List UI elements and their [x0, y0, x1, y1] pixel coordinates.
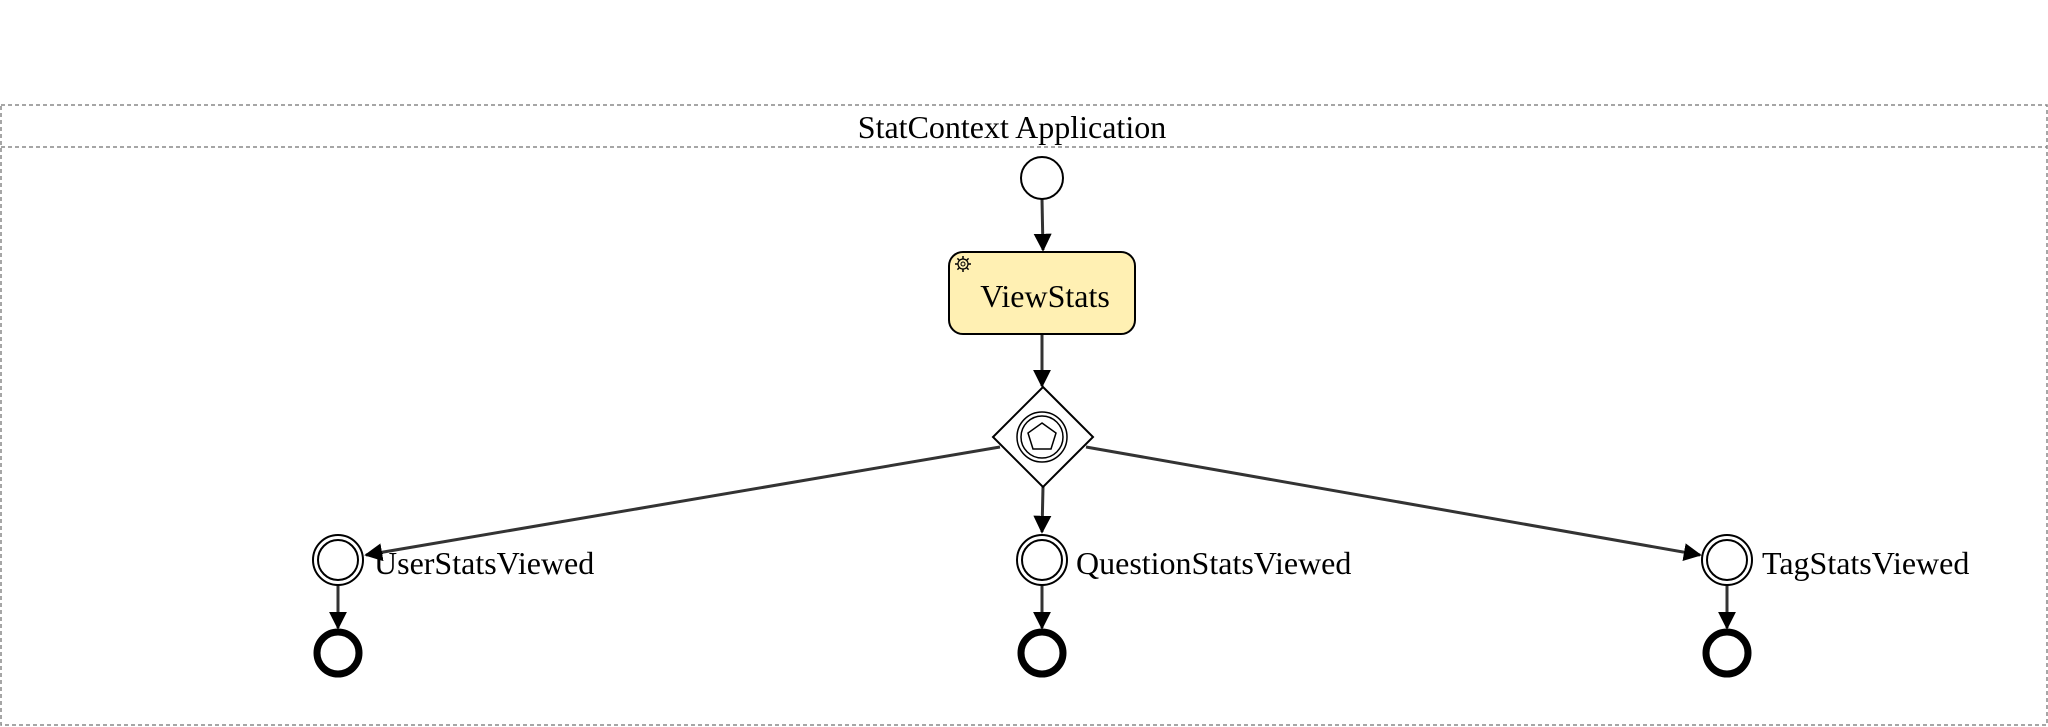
event-outer-ring: [312, 534, 364, 586]
gateway-diamond: [991, 385, 1095, 489]
task-view-stats[interactable]: ViewStats: [948, 251, 1136, 335]
end-event-tag-stats[interactable]: [1702, 628, 1752, 678]
task-label: ViewStats: [980, 278, 1110, 314]
event-label: UserStatsViewed: [374, 545, 594, 581]
pool-border: [0, 104, 2048, 726]
event-outer-ring: [1016, 534, 1068, 586]
pool[interactable]: StatContext Application: [0, 104, 2048, 726]
event-label: QuestionStatsViewed: [1076, 545, 1351, 581]
gear-icon: [955, 256, 971, 272]
flow-gateway-to-question-stats[interactable]: [1033, 486, 1052, 534]
end-event-user-stats[interactable]: [313, 628, 363, 678]
event-label: TagStatsViewed: [1762, 545, 1969, 581]
event-question-stats-viewed[interactable]: QuestionStatsViewed: [1016, 534, 1351, 586]
event-based-gateway[interactable]: [991, 385, 1095, 489]
pentagon-icon: [1027, 422, 1057, 450]
end-event-question-stats[interactable]: [1017, 628, 1067, 678]
sequence-flows: [329, 198, 1736, 630]
event-inner-ring: [1706, 539, 1748, 581]
event-tag-stats-viewed[interactable]: TagStatsViewed: [1701, 534, 1969, 586]
task-box: [948, 251, 1136, 335]
start-event[interactable]: [1020, 156, 1064, 200]
flow-gateway-to-tag-stats[interactable]: [1085, 445, 1702, 562]
event-inner-ring: [1021, 539, 1063, 581]
event-user-stats-viewed[interactable]: UserStatsViewed: [312, 534, 594, 586]
flow-gateway-to-user-stats[interactable]: [364, 445, 1001, 562]
flow-start-to-task[interactable]: [1033, 198, 1052, 252]
pool-title: StatContext Application: [858, 109, 1166, 145]
event-inner-ring: [317, 539, 359, 581]
event-outer-ring: [1701, 534, 1753, 586]
gateway-inner-ring: [1020, 415, 1064, 459]
gateway-outer-ring: [1016, 411, 1068, 463]
